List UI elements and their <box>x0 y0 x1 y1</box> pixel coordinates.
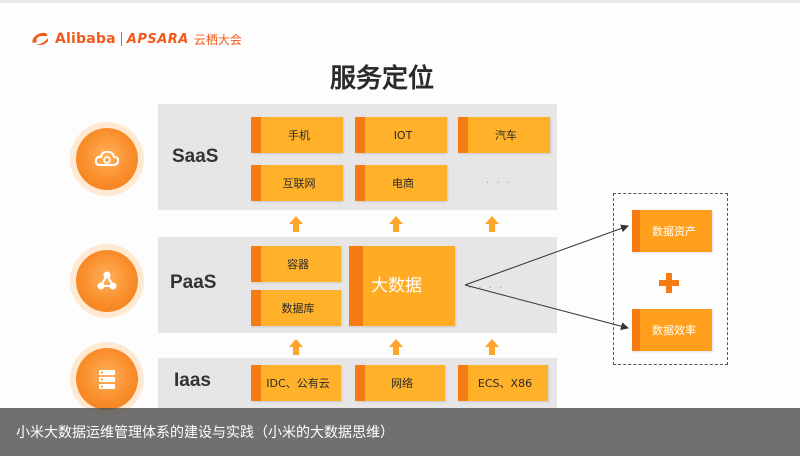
saas-label: SaaS <box>172 146 219 167</box>
saas-item-label: 互联网 <box>282 176 316 190</box>
server-stack-icon <box>99 370 115 389</box>
logo-separator <box>120 32 122 46</box>
network-nodes-icon <box>97 271 117 290</box>
saas-more-dots: · · · <box>486 178 512 189</box>
up-arrow-icon <box>389 339 403 355</box>
saas-item-phone: 手机 <box>251 117 343 153</box>
output-label: 数据效率 <box>652 323 696 337</box>
paas-label: PaaS <box>170 272 217 293</box>
iaas-circle <box>76 348 138 410</box>
saas-item-label: 电商 <box>392 176 414 190</box>
output-data-efficiency: 数据效率 <box>632 309 712 351</box>
iaas-item-ecs: ECS、X86 <box>458 365 548 401</box>
logo-brand: Alibaba <box>55 31 116 47</box>
paas-item-database: 数据库 <box>251 290 341 326</box>
saas-item-ecommerce: 电商 <box>355 165 447 201</box>
iaas-item-label: IDC、公有云 <box>266 376 330 390</box>
caption-bar: 小米大数据运维管理体系的建设与实践（小米的大数据思维） <box>0 408 800 456</box>
outputs-panel <box>613 193 728 365</box>
logo-apsara: APSARA <box>126 31 189 47</box>
iaas-item-label: 网络 <box>391 376 413 390</box>
cloud-icon <box>94 150 120 166</box>
up-arrow-icon <box>389 216 403 232</box>
iaas-item-idc: IDC、公有云 <box>251 365 341 401</box>
paas-bigdata: 大数据 <box>349 246 455 326</box>
logo: Alibaba APSARA 云栖大会 <box>30 29 242 49</box>
paas-item-label: 容器 <box>287 257 309 271</box>
caption-text: 小米大数据运维管理体系的建设与实践（小米的大数据思维） <box>16 425 394 441</box>
output-data-assets: 数据资产 <box>632 210 712 252</box>
up-arrow-icon <box>289 216 303 232</box>
saas-item-iot: IOT <box>355 117 447 153</box>
up-arrow-icon <box>289 339 303 355</box>
paas-item-container: 容器 <box>251 246 341 282</box>
logo-conference: 云栖大会 <box>193 32 242 47</box>
alibaba-logo-icon <box>32 32 48 45</box>
bigdata-label: 大数据 <box>371 275 422 296</box>
up-arrow-icon <box>485 339 499 355</box>
iaas-item-label: ECS、X86 <box>477 376 533 390</box>
saas-item-internet: 互联网 <box>251 165 343 201</box>
saas-item-label: IOT <box>393 128 413 142</box>
saas-circle <box>76 128 138 190</box>
page-title: 服务定位 <box>330 64 435 94</box>
iaas-item-network: 网络 <box>355 365 445 401</box>
paas-circle <box>76 250 138 312</box>
plus-icon <box>659 273 679 293</box>
up-arrow-icon <box>485 216 499 232</box>
saas-item-car: 汽车 <box>458 117 550 153</box>
paas-item-label: 数据库 <box>281 301 315 315</box>
saas-item-label: 手机 <box>288 128 310 142</box>
output-label: 数据资产 <box>652 224 696 238</box>
iaas-label: Iaas <box>174 370 211 391</box>
top-divider <box>0 0 800 3</box>
paas-more-dots: · · · · <box>468 283 505 294</box>
saas-item-label: 汽车 <box>495 128 517 142</box>
